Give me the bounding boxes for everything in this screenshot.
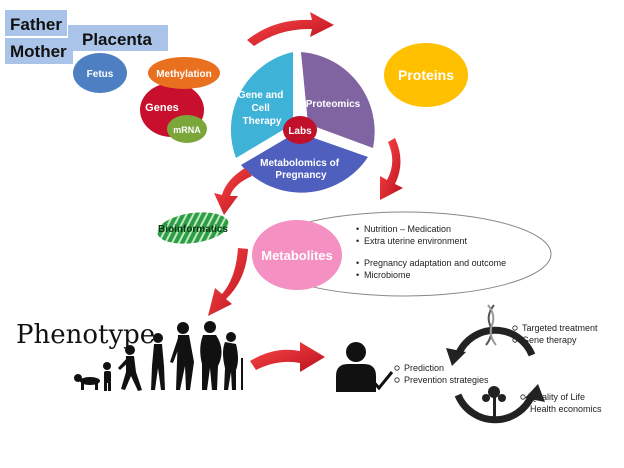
phenotype-title: Phenotype bbox=[16, 320, 155, 350]
factor-item: Pregnancy adaptation and outcome bbox=[364, 258, 506, 268]
arrows bbox=[208, 12, 403, 372]
doctor-icon bbox=[336, 342, 394, 392]
labs-wheel: Gene and Cell Therapy Proteomics Metabol… bbox=[230, 52, 375, 193]
silhouette-elderly bbox=[223, 332, 243, 390]
human-growth-silhouettes bbox=[74, 321, 243, 391]
cycle-top-list: Targeted treatment Gene therapy bbox=[512, 323, 598, 345]
placenta-label: Placenta bbox=[82, 30, 152, 49]
proteins-label: Proteins bbox=[398, 67, 454, 83]
fetus-blob: Fetus bbox=[73, 53, 127, 93]
metabolomics-label: Metabolomics of Pregnancy bbox=[260, 158, 342, 181]
factor-item: Microbiome bbox=[364, 270, 411, 280]
mrna-blob: mRNA bbox=[167, 115, 207, 143]
arrow-proteins-down bbox=[380, 138, 403, 200]
cycle-item: Gene therapy bbox=[522, 335, 577, 345]
silhouette-baby bbox=[74, 374, 100, 390]
tree-icon bbox=[482, 386, 506, 417]
proteomics-segment bbox=[301, 52, 375, 148]
svg-text:•: • bbox=[356, 258, 359, 268]
arrow-to-bioinformatics bbox=[214, 168, 252, 215]
bioinformatics-blob: Bioinformatics bbox=[157, 212, 229, 244]
metabolites-label: Metabolites bbox=[261, 248, 333, 263]
arrow-to-prediction bbox=[250, 342, 325, 372]
arrow-to-phenotype bbox=[208, 248, 248, 316]
methylation-label: Methylation bbox=[156, 69, 212, 80]
metabolites-blob bbox=[252, 220, 342, 290]
metabolites-group: Metabolites • Nutrition – Medication • E… bbox=[252, 211, 552, 297]
prediction-list: Prediction Prevention strategies bbox=[394, 363, 489, 385]
silhouette-adult bbox=[170, 322, 194, 390]
svg-text:•: • bbox=[356, 236, 359, 246]
mother-label: Mother bbox=[10, 42, 67, 61]
father-box: Father bbox=[5, 10, 67, 36]
silhouette-middle-aged bbox=[200, 321, 222, 390]
factor-item: Extra uterine environment bbox=[364, 236, 468, 246]
proteins-blob: Proteins bbox=[384, 43, 468, 107]
genes-label: Genes bbox=[145, 102, 179, 114]
svg-text:•: • bbox=[356, 224, 359, 234]
cycle-top-arc bbox=[454, 326, 536, 357]
cycle-bottom-arc bbox=[454, 393, 536, 424]
metabolite-factors-list: • Nutrition – Medication • Extra uterine… bbox=[356, 224, 506, 280]
prediction-item: Prediction bbox=[404, 363, 444, 373]
fetus-label: Fetus bbox=[87, 69, 114, 80]
placenta-box: Placenta bbox=[68, 25, 168, 51]
metabolomics-segment bbox=[241, 132, 368, 193]
silhouette-teen bbox=[151, 333, 165, 390]
labs-center bbox=[283, 116, 317, 144]
cycle-item: Health economics bbox=[530, 404, 602, 414]
cycle-bottom-list: Quality of Life Health economics bbox=[520, 392, 602, 414]
methylation-blob: Methylation bbox=[148, 57, 220, 89]
prediction-item: Prevention strategies bbox=[404, 375, 489, 385]
gene-cell-therapy-label: Gene and Cell Therapy bbox=[238, 90, 286, 127]
bioinformatics-label: Bioinformatics bbox=[158, 224, 228, 235]
silhouette-toddler bbox=[103, 362, 111, 391]
gene-cell-therapy-segment bbox=[230, 52, 293, 158]
dna-icon bbox=[485, 304, 497, 346]
arrow-to-proteins bbox=[247, 12, 334, 46]
factor-item: Nutrition – Medication bbox=[364, 224, 451, 234]
cycle-icon bbox=[446, 304, 545, 424]
mrna-label: mRNA bbox=[173, 125, 201, 135]
labs-label: Labs bbox=[288, 126, 312, 137]
mother-box: Mother bbox=[5, 38, 73, 64]
cycle-item: Targeted treatment bbox=[522, 323, 598, 333]
svg-text:•: • bbox=[356, 270, 359, 280]
father-label: Father bbox=[10, 15, 62, 34]
proteomics-label: Proteomics bbox=[306, 99, 361, 110]
silhouette-child bbox=[118, 345, 142, 391]
cycle-item: Quality of Life bbox=[530, 392, 585, 402]
